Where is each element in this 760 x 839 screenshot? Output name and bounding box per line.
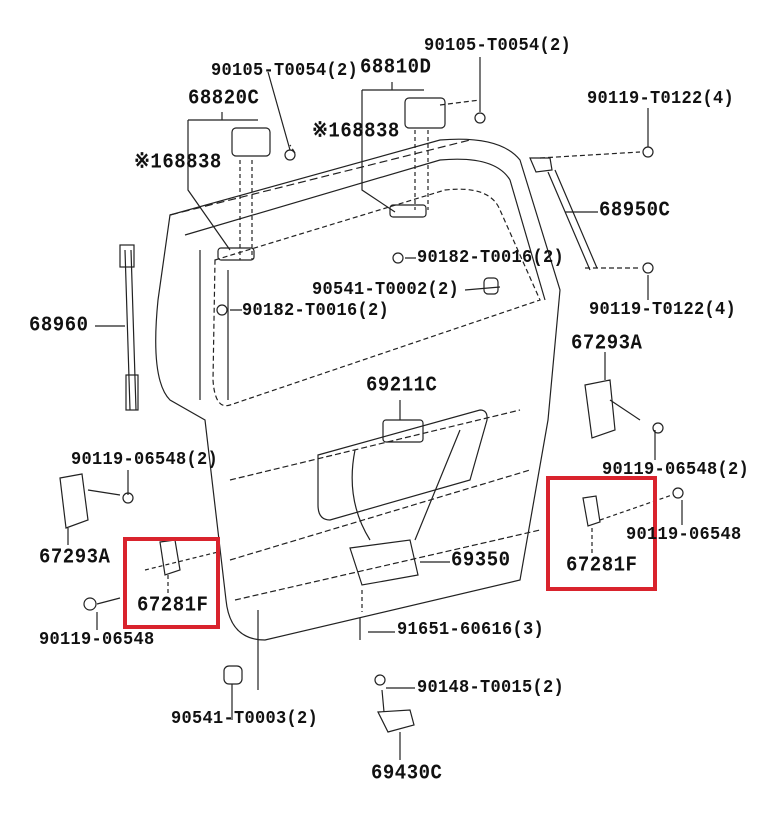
part-label[interactable]: 67293A [39,544,111,569]
part-label[interactable]: 69211C [366,372,438,397]
part-label[interactable]: 90119-T0122(4) [589,299,737,321]
part-label[interactable]: ※168838 [312,118,400,143]
part-label[interactable]: ※168838 [134,149,222,174]
part-label[interactable]: 90105-T0054(2) [424,35,572,57]
part-label[interactable]: 91651-60616(3) [397,619,545,641]
part-label[interactable]: 90119-06548 [39,629,155,651]
part-label[interactable]: 67281F [137,592,209,617]
part-label[interactable]: 90148-T0015(2) [417,677,565,699]
part-label[interactable]: 90119-06548(2) [602,459,750,481]
part-label[interactable]: 90119-06548 [626,524,742,546]
part-label[interactable]: 68950C [599,197,671,222]
part-label[interactable]: 90182-T0016(2) [242,300,390,322]
part-label[interactable]: 90541-T0002(2) [312,279,460,301]
part-label[interactable]: 90119-T0122(4) [587,88,735,110]
part-label[interactable]: 69430C [371,760,443,785]
part-label[interactable]: 68820C [188,85,260,110]
part-label[interactable]: 68810D [360,54,432,79]
part-label[interactable]: 67293A [571,330,643,355]
part-label[interactable]: 69350 [451,547,511,572]
highlight-box-left-guide [123,537,220,629]
highlight-box-right-guide [546,476,657,591]
part-label[interactable]: 90182-T0016(2) [417,247,565,269]
part-label[interactable]: 90119-06548(2) [71,449,219,471]
part-label[interactable]: 68960 [29,312,89,337]
part-label[interactable]: 67281F [566,552,638,577]
part-label[interactable]: 90541-T0003(2) [171,708,319,730]
part-label[interactable]: 90105-T0054(2) [211,60,359,82]
